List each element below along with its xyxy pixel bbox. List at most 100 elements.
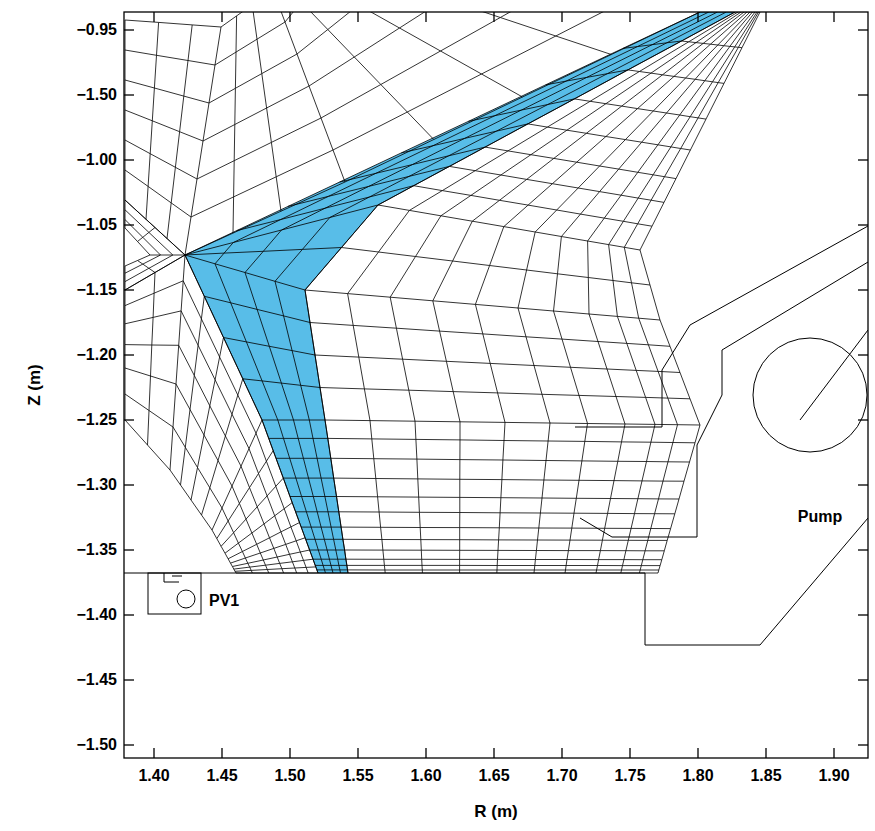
core-flux-line xyxy=(125,12,560,179)
core-flux-line xyxy=(125,12,280,27)
y-tick xyxy=(124,614,134,615)
outer-sol-poloidal-line xyxy=(345,550,665,552)
y-tick xyxy=(858,484,868,485)
y-tick xyxy=(124,679,134,680)
y-tick-label: −1.40 xyxy=(77,607,117,623)
y-tick-label: −1.50 xyxy=(77,87,117,103)
x-tick xyxy=(153,748,154,758)
pv1-bracket xyxy=(164,573,179,582)
outer-sol-poloidal-line xyxy=(310,550,345,551)
y-tick xyxy=(858,679,868,680)
x-tick-label: 1.65 xyxy=(478,768,509,784)
x-tick xyxy=(221,12,222,22)
outer-sol-poloidal-line xyxy=(317,569,348,570)
private-flux-poloidal-line xyxy=(231,538,306,563)
x-tick xyxy=(697,12,698,22)
y-tick xyxy=(858,614,868,615)
y-tick-label: −1.15 xyxy=(77,282,117,298)
duct-wall xyxy=(800,330,868,420)
private-flux-poloidal-line xyxy=(170,255,185,470)
x-tick xyxy=(561,748,562,758)
vessel-wall xyxy=(124,226,868,645)
inner-sol-flux-line xyxy=(125,228,150,266)
x-tick xyxy=(697,748,698,758)
mesh-grid xyxy=(125,12,760,573)
outer-sol-poloidal-line xyxy=(343,539,667,540)
pump-label: Pump xyxy=(798,509,842,525)
core-poloidal-line xyxy=(275,12,434,140)
y-tick xyxy=(858,354,868,355)
core-flux-line xyxy=(125,12,630,217)
x-tick xyxy=(629,12,630,22)
y-tick xyxy=(124,549,134,550)
outer-sol-poloidal-line xyxy=(331,458,690,462)
x-tick xyxy=(561,12,562,22)
outer-sol-poloidal-line xyxy=(628,70,724,84)
outer-sol-poloidal-line xyxy=(204,296,310,322)
outer-sol-poloidal-line xyxy=(528,124,691,150)
core-flux-line xyxy=(125,12,490,141)
private-flux-poloidal-line xyxy=(228,523,299,559)
x-tick-label: 1.75 xyxy=(614,768,645,784)
outer-sol-poloidal-line xyxy=(301,527,341,528)
private-flux-flux-line xyxy=(125,255,318,573)
private-flux-flux-line xyxy=(125,420,236,573)
x-tick xyxy=(833,12,834,22)
outer-sol-poloidal-line xyxy=(414,186,652,227)
inner-sol-poloidal-line xyxy=(138,261,156,273)
outer-sol-poloidal-line xyxy=(339,512,675,514)
x-tick-label: 1.85 xyxy=(750,768,781,784)
outer-sol-poloidal-line xyxy=(310,323,670,347)
x-tick xyxy=(357,12,358,22)
outer-sol-poloidal-line xyxy=(328,438,695,442)
outer-sol-flux-line xyxy=(640,12,760,573)
x-tick xyxy=(153,12,154,22)
private-flux-flux-line xyxy=(125,345,284,573)
private-flux-poloidal-line xyxy=(212,420,262,530)
outer-sol-poloidal-line xyxy=(546,70,628,85)
y-tick xyxy=(124,484,134,485)
x-tick-label: 1.90 xyxy=(818,768,849,784)
y-tick xyxy=(124,419,134,420)
core-poloidal-line xyxy=(146,22,159,219)
outer-sol-poloidal-line xyxy=(378,205,640,250)
outer-sol-poloidal-line xyxy=(262,420,325,421)
outer-sol-flux-line xyxy=(275,12,726,573)
outer-sol-poloidal-line xyxy=(334,478,684,481)
y-tick-label: −0.95 xyxy=(77,22,117,38)
outer-sol-poloidal-line xyxy=(337,497,680,500)
outer-sol-poloidal-line xyxy=(237,186,414,231)
outer-sol-flux-line xyxy=(624,12,758,573)
outer-sol-poloidal-line xyxy=(276,458,331,459)
core-poloidal-line xyxy=(277,12,523,97)
core-poloidal-line xyxy=(167,25,192,239)
outer-sol-poloidal-line xyxy=(288,166,449,206)
private-flux-poloidal-line xyxy=(221,478,283,546)
outer-sol-flux-line xyxy=(475,12,747,573)
outer-sol-poloidal-line xyxy=(283,478,333,479)
outer-sol-flux-line xyxy=(390,12,741,573)
x-tick-label: 1.40 xyxy=(138,768,169,784)
axes xyxy=(124,12,868,758)
core-poloidal-line xyxy=(252,12,281,211)
x-tick-label: 1.60 xyxy=(410,768,441,784)
y-tick xyxy=(858,744,868,745)
x-tick xyxy=(425,12,426,22)
y-tick-label: −1.00 xyxy=(77,152,117,168)
x-tick xyxy=(765,748,766,758)
y-tick xyxy=(858,289,868,290)
y-tick xyxy=(858,224,868,225)
outer-sol-flux-line xyxy=(554,12,753,573)
core-poloidal-line xyxy=(185,27,221,255)
outer-sol-poloidal-line xyxy=(346,559,662,561)
x-tick-label: 1.55 xyxy=(342,768,373,784)
plot-frame xyxy=(124,12,868,758)
x-tick xyxy=(289,12,290,22)
outer-sol-poloidal-line xyxy=(325,420,700,425)
y-tick-label: −1.30 xyxy=(77,477,117,493)
y-tick xyxy=(858,419,868,420)
instrument-label: PV1 xyxy=(209,593,239,609)
y-tick-label: −1.45 xyxy=(77,672,117,688)
outer-sol-poloidal-line xyxy=(485,147,676,179)
pv1-housing xyxy=(148,573,201,614)
